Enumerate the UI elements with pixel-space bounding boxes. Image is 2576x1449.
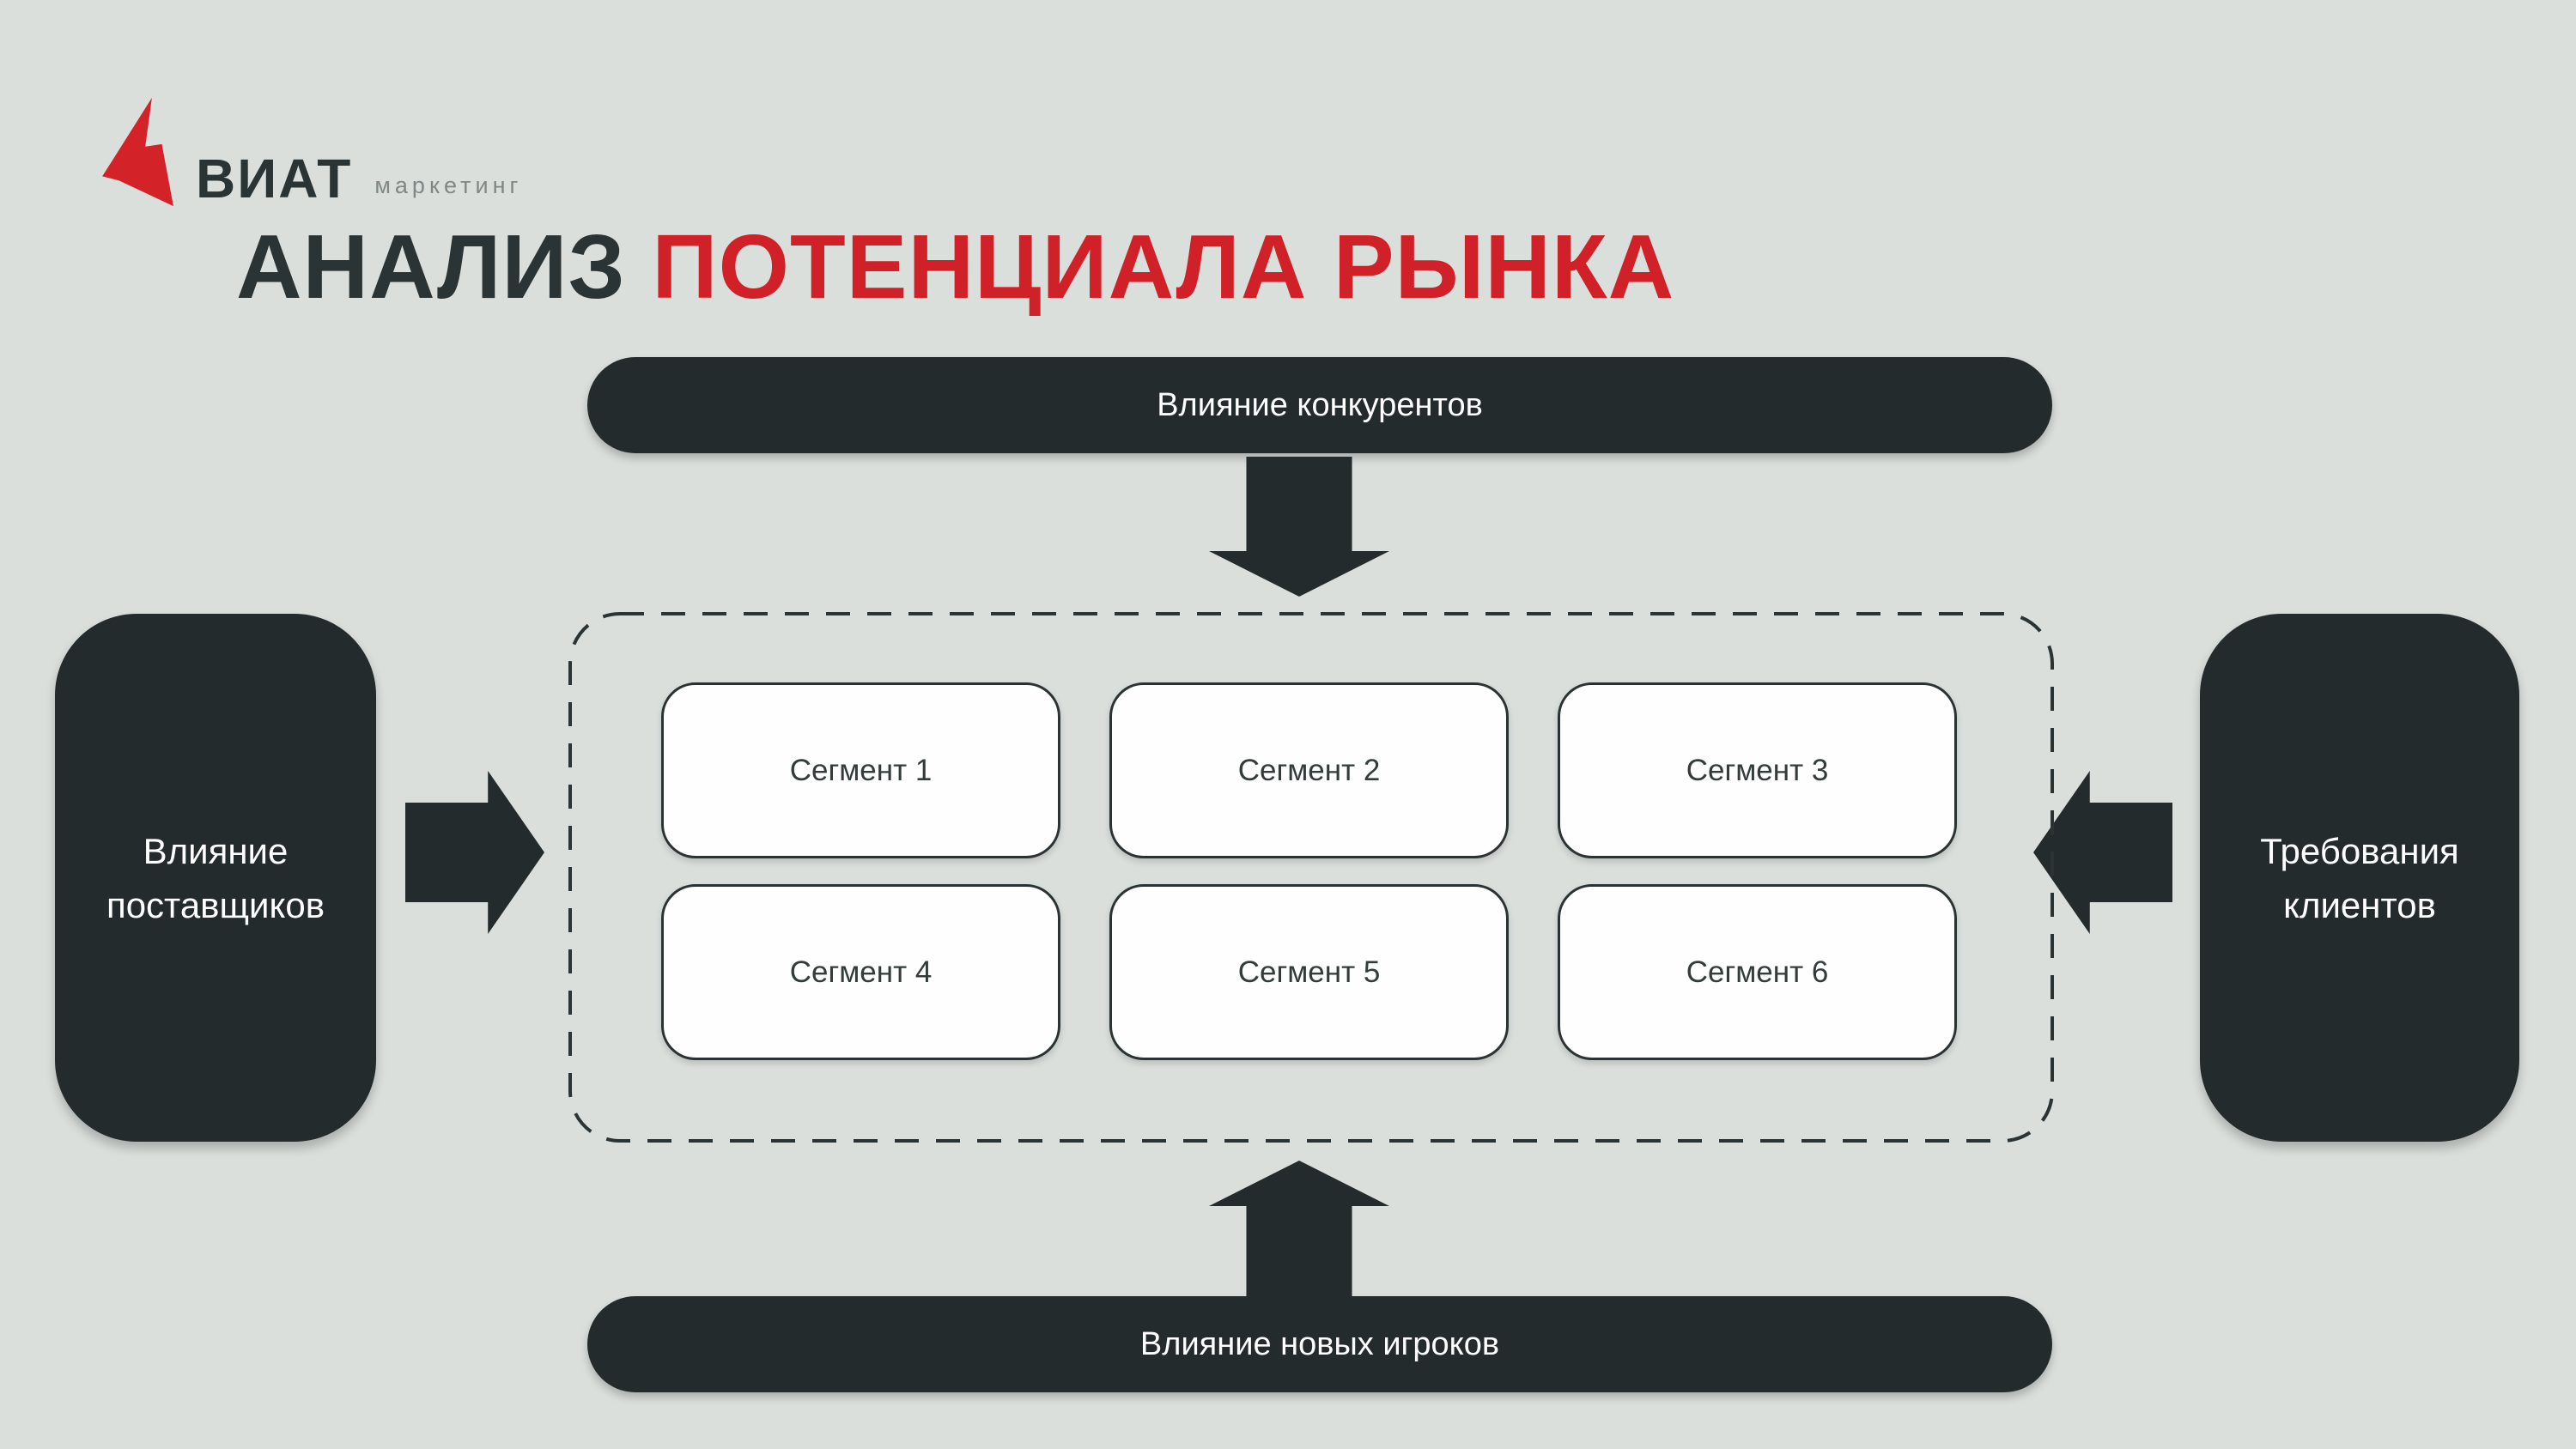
force-suppliers-label: Влияние поставщиков <box>106 830 325 925</box>
arrow-left-icon <box>2033 771 2172 934</box>
page-title-prefix: АНАЛИЗ <box>236 216 653 318</box>
red-bolt-arrow-icon <box>102 97 173 207</box>
logo: ВИАТ маркетинг <box>99 96 522 208</box>
force-new-players-bar: Влияние новых игроков <box>587 1296 2052 1392</box>
market-zone-dashed-border <box>568 612 2054 1143</box>
segment-card-3: Сегмент 3 <box>1558 682 1957 858</box>
segment-card-6: Сегмент 6 <box>1558 884 1957 1060</box>
force-client-requirements-box: Требования клиентов <box>2200 614 2519 1142</box>
logo-brand-text: ВИАТ <box>196 148 353 209</box>
logo-tagline-text: маркетинг <box>374 173 523 198</box>
segment-card-2: Сегмент 2 <box>1109 682 1509 858</box>
force-new-players-label: Влияние новых игроков <box>1139 1325 1500 1362</box>
segment-card-1: Сегмент 1 <box>661 682 1060 858</box>
page-title-highlight: ПОТЕНЦИАЛА РЫНКА <box>652 216 1675 318</box>
force-competitors-label: Влияние конкурентов <box>1157 386 1483 423</box>
segment-grid: Сегмент 1 Сегмент 2 Сегмент 3 Сегмент 4 … <box>568 612 2054 1143</box>
force-client-requirements-label: Требования клиентов <box>2260 830 2459 925</box>
segment-card-4: Сегмент 4 <box>661 884 1060 1060</box>
force-competitors-bar: Влияние конкурентов <box>587 357 2052 453</box>
arrow-up-icon <box>1209 1161 1389 1300</box>
page-title: АНАЛИЗ ПОТЕНЦИАЛА РЫНКА <box>236 221 1674 312</box>
segment-card-5: Сегмент 5 <box>1109 884 1509 1060</box>
arrow-down-icon <box>1209 457 1389 597</box>
arrow-right-icon <box>405 771 544 934</box>
force-suppliers-box: Влияние поставщиков <box>55 614 376 1142</box>
